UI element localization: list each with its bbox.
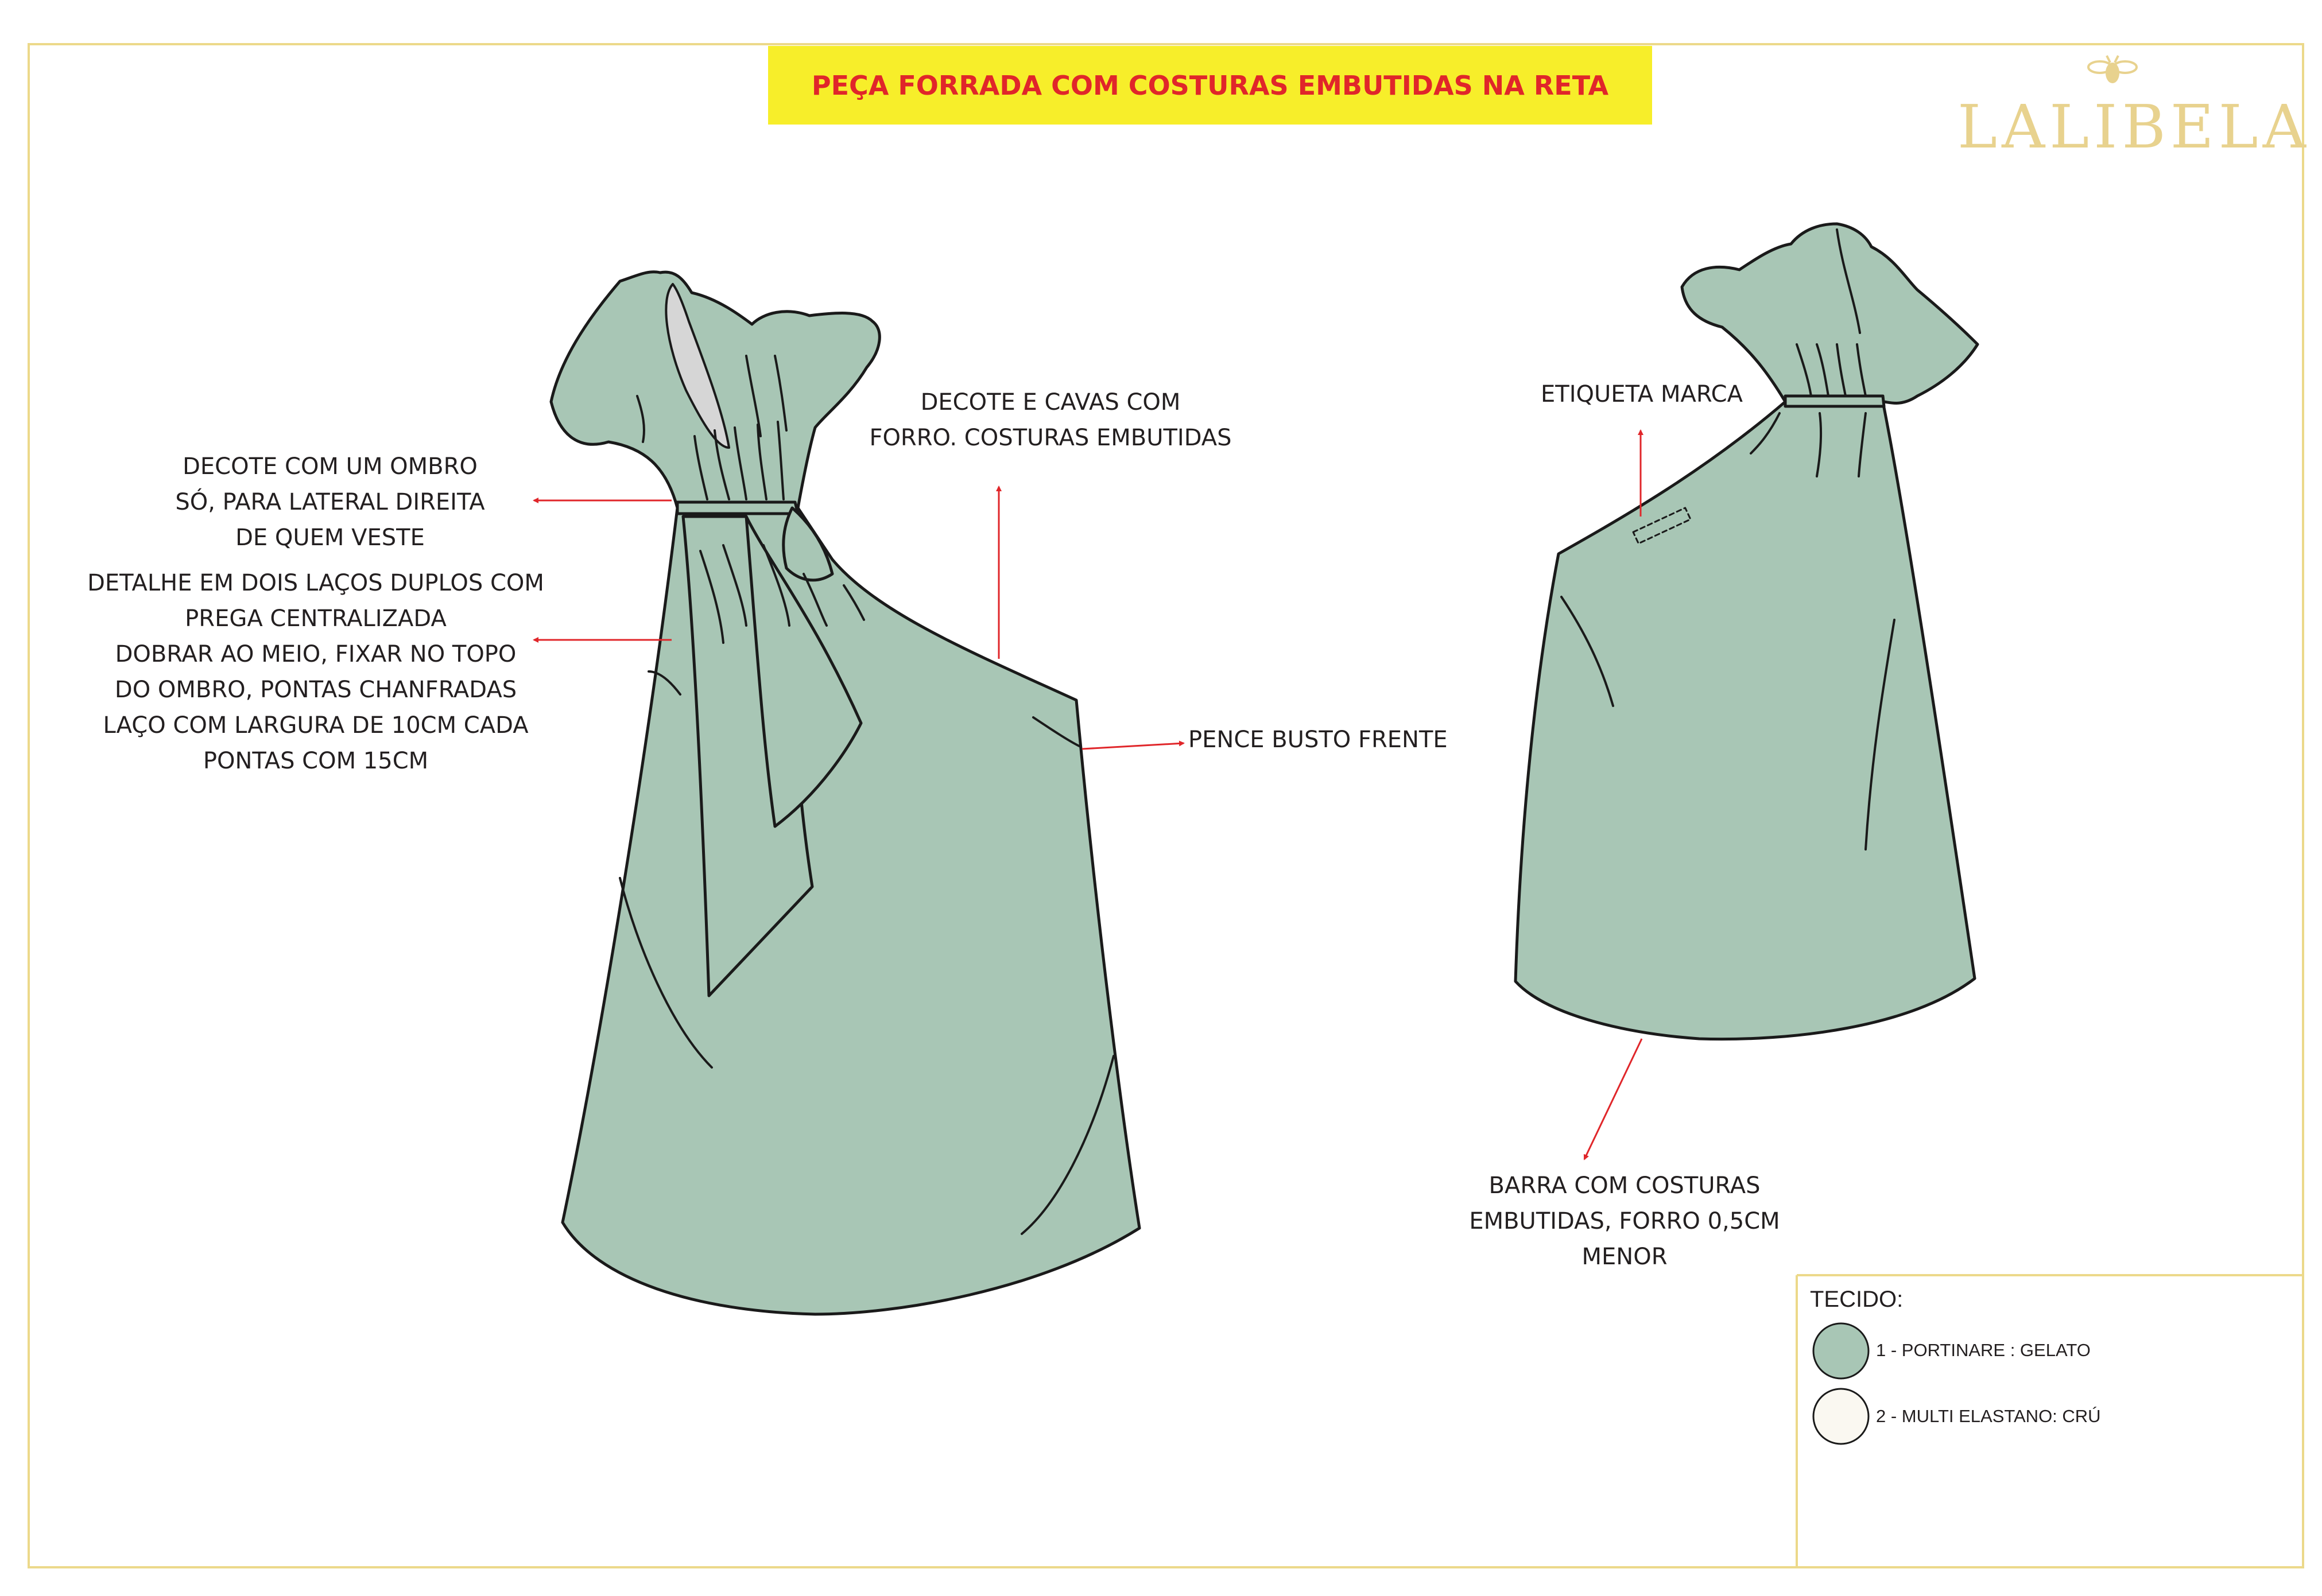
note-line: DECOTE COM UM OMBRO [183, 453, 478, 480]
note-line: DE QUEM VESTE [235, 525, 425, 551]
front-dress-body [561, 506, 1141, 1316]
note-line: BARRA COM COSTURAS [1488, 1172, 1761, 1199]
back-waistband [1784, 394, 1886, 408]
legend-title: TECIDO: [1810, 1287, 1904, 1312]
legend-item-1: 1 - PORTINARE : GELATO [1876, 1340, 2091, 1360]
note-line: EMBUTIDAS, FORRO 0,5CM [1469, 1208, 1780, 1234]
note-neckline-one-shoulder: DECOTE COM UM OMBRO SÓ, PARA LATERAL DIR… [149, 449, 511, 556]
note-line: FORRO. COSTURAS EMBUTIDAS [869, 425, 1232, 451]
note-bust-dart: PENCE BUSTO FRENTE [1188, 722, 1487, 758]
note-line: DECOTE E CAVAS COM [920, 389, 1181, 415]
callout-arrows [533, 429, 1643, 1160]
note-line: ETIQUETA MARCA [1541, 381, 1743, 407]
note-line: PONTAS COM 15CM [203, 748, 429, 774]
note-hem: BARRA COM COSTURAS EMBUTIDAS, FORRO 0,5C… [1435, 1168, 1814, 1275]
back-gather-lines [1750, 228, 1867, 477]
front-bow-knot [782, 506, 834, 582]
swatch-multi-elastano-cru [1812, 1388, 1870, 1445]
note-line: DOBRAR AO MEIO, FIXAR NO TOPO [115, 641, 517, 667]
front-neckline-lining [665, 283, 730, 449]
back-dress-body [1514, 400, 1976, 1041]
fabric-legend [1796, 1274, 2303, 1567]
arrow-hem [1583, 1038, 1643, 1160]
note-line: MENOR [1581, 1244, 1668, 1270]
back-drape-lines [1560, 596, 1895, 851]
note-bow-detail: DETALHE EM DOIS LAÇOS DUPLOS COM PREGA C… [80, 565, 551, 779]
note-line: DETALHE EM DOIS LAÇOS DUPLOS COM [87, 570, 544, 596]
front-shoulder-ruffle [549, 270, 881, 510]
note-neckline-lining: DECOTE E CAVAS COM FORRO. COSTURAS EMBUT… [850, 385, 1251, 456]
back-shoulder-ruffle [1680, 222, 1979, 405]
note-line: LAÇO COM LARGURA DE 10CM CADA [103, 712, 529, 739]
note-line: PREGA CENTRALIZADA [185, 605, 447, 632]
front-view-garment [549, 270, 1141, 1316]
note-line: PENCE BUSTO FRENTE [1188, 727, 1448, 753]
front-bow-fold-lines [699, 544, 865, 644]
front-bow-tail-short [745, 515, 863, 828]
title-banner: PEÇA FORRADA COM COSTURAS EMBUTIDAS NA R… [768, 46, 1652, 125]
swatch-portinare-gelato [1812, 1322, 1870, 1380]
bee-icon [2087, 55, 2138, 83]
arrow-bust-dart [1081, 740, 1185, 750]
back-brand-label [1632, 507, 1692, 545]
front-waistband [676, 500, 800, 515]
note-line: DO OMBRO, PONTAS CHANFRADAS [114, 677, 517, 703]
sheet-border [28, 43, 2304, 1568]
back-view-garment [1514, 222, 1979, 1041]
note-line: SÓ, PARA LATERAL DIREITA [175, 489, 485, 515]
brand-name: LALIBELA [1957, 92, 2311, 162]
note-brand-label: ETIQUETA MARCA [1493, 376, 1791, 412]
legend-item-2: 2 - MULTI ELASTANO: CRÚ [1876, 1406, 2101, 1426]
front-gather-lines [636, 355, 788, 500]
front-drape-lines [619, 670, 1115, 1235]
page-title: PEÇA FORRADA COM COSTURAS EMBUTIDAS NA R… [811, 69, 1609, 101]
